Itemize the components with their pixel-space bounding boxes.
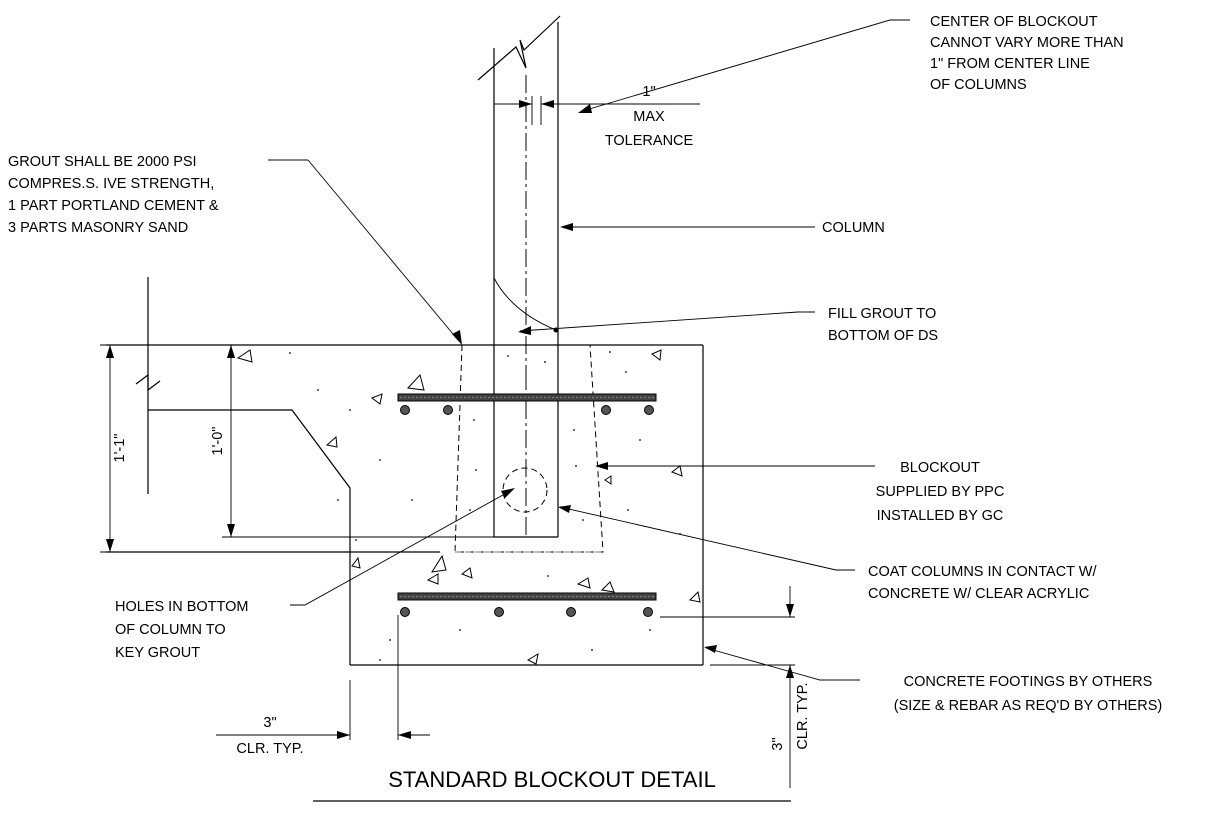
note-fill-grout-line-2: BOTTOM OF DS (828, 328, 938, 344)
note-grout-line-3: 1 PART PORTLAND CEMENT & (8, 198, 219, 214)
note-blockout-line-3: INSTALLED BY GC (877, 508, 1004, 524)
note-center-line-4: OF COLUMNS (930, 77, 1027, 93)
note-center-line-2: CANNOT VARY MORE THAN (930, 35, 1124, 51)
concrete-footing (106, 344, 704, 666)
column-break-symbol (477, 15, 561, 81)
note-coat-line-1: COAT COLUMNS IN CONTACT W/ (868, 564, 1097, 580)
side-clear-value: 3" (263, 715, 276, 731)
dim-embed-depth: 1'-0" (210, 344, 494, 538)
note-center-line-1: CENTER OF BLOCKOUT (930, 14, 1098, 30)
note-center-of-blockout: CENTER OF BLOCKOUT CANNOT VARY MORE THAN… (930, 14, 1124, 93)
dim-overall-depth: 1'-1" (100, 344, 142, 553)
note-center-line-3: 1" FROM CENTER LINE (930, 56, 1090, 72)
dim-embed-depth-label: 1'-0" (210, 427, 226, 456)
note-holes-line-1: HOLES IN BOTTOM (115, 599, 248, 615)
tolerance-label-2: TOLERANCE (605, 133, 694, 149)
leaders (268, 19, 910, 681)
note-coat-line-2: CONCRETE W/ CLEAR ACRYLIC (868, 586, 1089, 602)
concrete-aggregate-hatch (236, 349, 701, 665)
note-grout: GROUT SHALL BE 2000 PSI COMPRES.S. IVE S… (8, 154, 219, 236)
dim-max-tolerance: 1" MAX TOLERANCE (494, 84, 700, 149)
dim-bottom-clear: 3" CLR. TYP. (660, 586, 811, 788)
note-blockout: BLOCKOUT SUPPLIED BY PPC INSTALLED BY GC (876, 460, 1005, 524)
column (493, 22, 559, 538)
slab-break-line (135, 277, 161, 494)
note-grout-line-1: GROUT SHALL BE 2000 PSI (8, 154, 197, 170)
bottom-clear-value: 3" (770, 737, 786, 750)
note-footings: CONCRETE FOOTINGS BY OTHERS (SIZE & REBA… (894, 674, 1162, 714)
note-column-line-1: COLUMN (822, 220, 885, 236)
note-blockout-line-1: BLOCKOUT (900, 460, 980, 476)
note-coat-columns: COAT COLUMNS IN CONTACT W/ CONCRETE W/ C… (868, 564, 1097, 602)
note-holes: HOLES IN BOTTOM OF COLUMN TO KEY GROUT (115, 599, 248, 661)
detail-title-text: STANDARD BLOCKOUT DETAIL (388, 767, 716, 792)
note-grout-line-2: COMPRES.S. IVE STRENGTH, (8, 176, 214, 192)
bottom-clear-label: CLR. TYP. (795, 682, 811, 749)
note-footings-line-1: CONCRETE FOOTINGS BY OTHERS (904, 674, 1153, 690)
key-grout-hole (502, 467, 548, 513)
note-holes-line-2: OF COLUMN TO (115, 622, 226, 638)
dim-side-clear: 3" CLR. TYP. (216, 615, 430, 757)
tolerance-value: 1" (642, 84, 655, 100)
note-blockout-line-2: SUPPLIED BY PPC (876, 484, 1005, 500)
note-footings-line-2: (SIZE & REBAR AS REQ'D BY OTHERS) (894, 698, 1162, 714)
blockout-outline (454, 344, 604, 553)
note-fill-grout-line-1: FILL GROUT TO (828, 306, 936, 322)
detail-title: STANDARD BLOCKOUT DETAIL (313, 767, 791, 802)
top-rebar-mat (397, 393, 657, 415)
dim-overall-depth-label: 1'-1" (112, 434, 128, 463)
note-grout-line-4: 3 PARTS MASONRY SAND (8, 220, 188, 236)
side-clear-label: CLR. TYP. (236, 741, 303, 757)
bottom-rebar-mat (397, 592, 657, 617)
note-holes-line-3: KEY GROUT (115, 645, 200, 661)
note-column: COLUMN (822, 220, 885, 236)
note-fill-grout: FILL GROUT TO BOTTOM OF DS (828, 306, 938, 344)
tolerance-label-1: MAX (633, 109, 665, 125)
